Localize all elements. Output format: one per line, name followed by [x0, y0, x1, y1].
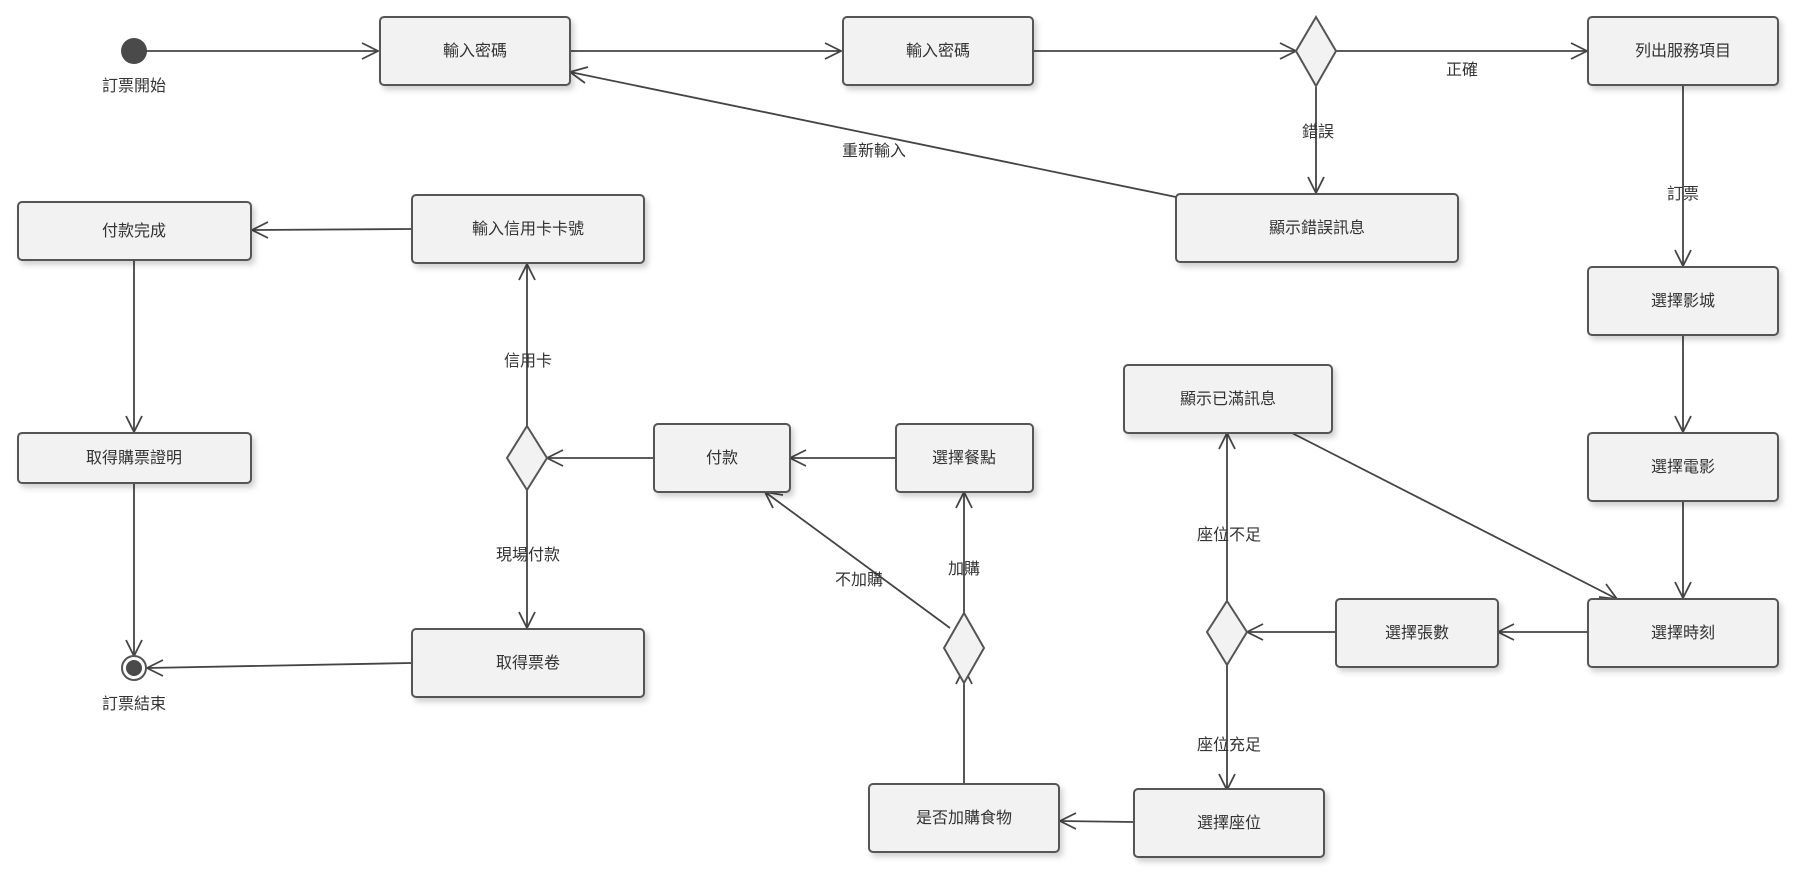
node-label: 輸入密碼	[443, 41, 507, 60]
node-list-services: 列出服務項目	[1587, 16, 1779, 86]
node-add-food: 是否加購食物	[868, 783, 1060, 853]
label-onsite-pay: 現場付款	[496, 545, 560, 564]
edge-seat-to-food	[1059, 820, 1134, 823]
node-input-password-2: 輸入密碼	[842, 16, 1034, 86]
node-show-error: 顯示錯誤訊息	[1175, 193, 1459, 263]
node-input-password-1: 輸入密碼	[379, 16, 571, 86]
label-seat-sufficient: 座位充足	[1197, 735, 1261, 754]
node-label: 輸入信用卡卡號	[472, 219, 584, 238]
node-select-quantity: 選擇張數	[1335, 598, 1499, 668]
node-label: 顯示錯誤訊息	[1269, 218, 1365, 237]
node-payment-done: 付款完成	[17, 201, 252, 261]
label-book: 訂票	[1667, 184, 1699, 203]
end-label: 訂票結束	[102, 694, 166, 713]
node-get-proof: 取得購票證明	[17, 432, 252, 484]
start-node	[121, 38, 147, 64]
label-correct: 正確	[1446, 60, 1478, 79]
node-select-time: 選擇時刻	[1587, 598, 1779, 668]
node-label: 選擇座位	[1197, 813, 1261, 832]
label-add-buy: 加購	[948, 559, 980, 578]
node-label: 是否加購食物	[916, 808, 1012, 827]
decision-seat-check	[1205, 599, 1249, 667]
node-get-ticket: 取得票卷	[411, 628, 645, 698]
label-credit-card: 信用卡	[504, 351, 552, 370]
edge-ticket-to-end	[146, 662, 412, 669]
node-select-cinema: 選擇影城	[1587, 266, 1779, 336]
node-show-full: 顯示已滿訊息	[1123, 364, 1333, 434]
edge-card-to-done	[251, 228, 412, 231]
edge-labels: 正確 錯誤 重新輸入 訂票 座位不足 座位充足 加購 不加購 信用卡 現場付款	[496, 60, 1699, 754]
start-label: 訂票開始	[102, 76, 166, 95]
node-label: 選擇張數	[1385, 623, 1449, 642]
node-label: 列出服務項目	[1635, 41, 1731, 60]
decision-add-food	[942, 610, 986, 686]
label-no-add-buy: 不加購	[835, 570, 883, 589]
node-pay: 付款	[653, 423, 791, 493]
edge-full-to-time	[1289, 431, 1618, 600]
node-select-seat: 選擇座位	[1133, 788, 1325, 858]
node-label: 取得票卷	[496, 653, 560, 672]
node-label: 顯示已滿訊息	[1180, 389, 1276, 408]
end-node	[121, 655, 147, 681]
decision-payment-method	[505, 424, 549, 492]
label-wrong: 錯誤	[1302, 122, 1334, 141]
node-label: 付款完成	[102, 221, 166, 240]
node-label: 選擇時刻	[1651, 623, 1715, 642]
node-label: 選擇電影	[1651, 457, 1715, 476]
node-input-card: 輸入信用卡卡號	[411, 194, 645, 264]
node-select-movie: 選擇電影	[1587, 432, 1779, 502]
node-label: 付款	[706, 448, 738, 467]
label-reenter: 重新輸入	[842, 141, 906, 160]
edges	[125, 42, 1692, 830]
node-label: 輸入密碼	[906, 41, 970, 60]
edge-no-add-buy	[764, 491, 951, 629]
node-select-meal: 選擇餐點	[895, 423, 1034, 493]
node-label: 選擇影城	[1651, 291, 1715, 310]
decision-password-check	[1294, 15, 1338, 89]
node-label: 取得購票證明	[86, 448, 182, 467]
node-label: 選擇餐點	[932, 448, 996, 467]
label-seat-insufficient: 座位不足	[1197, 525, 1261, 544]
edge-reenter	[569, 71, 1177, 198]
